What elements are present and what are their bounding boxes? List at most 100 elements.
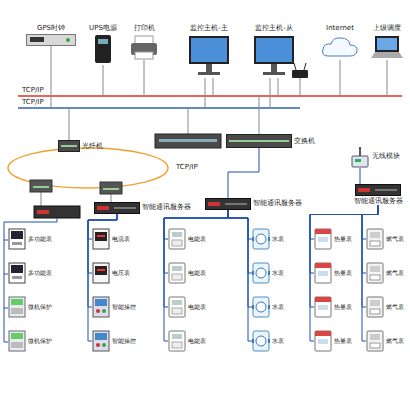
drop-line <box>111 194 112 202</box>
device-node: 智能通讯服务器 <box>205 198 302 210</box>
device-node: 电流表 <box>92 228 130 250</box>
water-icon <box>252 330 270 352</box>
drop-line <box>205 78 206 108</box>
server-icon <box>94 202 140 214</box>
device-label: 水表 <box>272 304 284 311</box>
monitor-icon <box>263 72 285 75</box>
gas-icon <box>367 263 383 283</box>
server-icon <box>225 203 247 205</box>
device-node: 热量表 <box>314 296 352 318</box>
elec-icon <box>168 296 186 318</box>
device-label: 水表 <box>272 236 284 243</box>
prot-icon <box>11 342 23 348</box>
elec-icon <box>169 263 185 283</box>
gas-icon <box>367 229 383 249</box>
device-label: 电压表 <box>112 270 130 277</box>
bus-line <box>18 107 300 109</box>
gps-icon <box>26 34 76 46</box>
monitor-icon <box>198 72 220 75</box>
device-node: GPS时钟 <box>22 24 80 46</box>
connector-line <box>310 206 378 308</box>
amm-icon <box>93 263 109 283</box>
elec-icon <box>172 232 182 237</box>
device-node: 智能操控 <box>92 330 136 352</box>
gas-icon <box>366 228 384 250</box>
heat-icon <box>318 271 328 276</box>
water-icon <box>253 297 269 317</box>
server-icon <box>375 189 397 191</box>
amm-icon <box>95 232 107 241</box>
device-node: 电能表 <box>168 262 206 284</box>
device-label: 燃气表 <box>386 270 404 277</box>
connector-line <box>362 206 378 308</box>
water-icon <box>253 229 269 249</box>
water-icon <box>256 268 266 278</box>
water-icon <box>268 271 270 275</box>
device-node: 打印机 <box>124 24 164 60</box>
gas-icon <box>366 296 384 318</box>
gas-icon <box>370 309 380 314</box>
device-label: 监控主机-从 <box>255 24 293 32</box>
ups-icon <box>95 35 111 63</box>
ctrl-icon <box>92 330 110 352</box>
device-label: 智能通讯服务器 <box>253 200 302 207</box>
monitor-icon <box>254 36 294 64</box>
elec-icon <box>172 274 182 280</box>
amm-icon <box>97 235 105 237</box>
device-node: 热量表 <box>314 228 352 250</box>
multi-icon <box>9 229 25 249</box>
device-node: 水表 <box>252 262 284 284</box>
gas-icon <box>367 297 383 317</box>
device-node: Internet <box>318 24 362 60</box>
protocol-label: TCP/IP <box>22 99 44 107</box>
ctrl-icon <box>92 296 110 318</box>
device-node: 监控主机-主 <box>178 24 240 78</box>
water-icon <box>252 339 254 343</box>
device-label: Internet <box>326 24 354 32</box>
amm-icon <box>92 262 110 284</box>
antenna-icon <box>359 147 361 156</box>
device-label: 智能操控 <box>112 304 136 311</box>
gas-icon <box>370 241 380 246</box>
device-label: 智能通讯服务器 <box>142 204 191 211</box>
device-node: 智能操控 <box>92 296 136 318</box>
server-icon <box>205 198 251 210</box>
device-node: 水表 <box>252 228 284 250</box>
device-node: 交换机 <box>226 134 315 148</box>
gps-icon <box>66 38 70 42</box>
switch-icon <box>227 135 292 148</box>
device-node: 水表 <box>252 330 284 352</box>
drop-line <box>278 78 279 96</box>
ctrl-icon <box>102 309 106 313</box>
device-node: 微机保护 <box>8 296 52 318</box>
device-label: 监控主机-主 <box>190 24 228 32</box>
ctrl-icon <box>93 297 109 317</box>
water-icon <box>253 263 269 283</box>
server-icon <box>208 202 220 206</box>
connector-line <box>164 210 228 307</box>
connector-line <box>228 210 252 341</box>
wire <box>4 218 57 342</box>
laptop-icon <box>370 34 404 60</box>
monitor-icon <box>271 64 277 72</box>
switch-icon <box>103 188 119 190</box>
switch-icon <box>30 180 52 192</box>
elec-icon <box>172 342 182 348</box>
antenna-icon <box>350 146 370 168</box>
device-label: 上级调度 <box>373 24 401 32</box>
antenna-icon <box>352 156 368 167</box>
device-node: 无线模块 <box>350 146 400 168</box>
water-icon <box>268 237 270 241</box>
heat-icon <box>315 331 331 351</box>
prot-icon <box>8 330 26 352</box>
prot-icon <box>11 308 23 314</box>
router-icon <box>304 63 306 70</box>
water-icon <box>252 228 270 250</box>
device-label: 电能表 <box>188 338 206 345</box>
switch-icon <box>59 141 80 152</box>
device-label: 微机保护 <box>28 338 52 345</box>
prot-icon <box>9 331 25 351</box>
device-label: 电能表 <box>188 236 206 243</box>
heat-icon <box>318 305 328 310</box>
